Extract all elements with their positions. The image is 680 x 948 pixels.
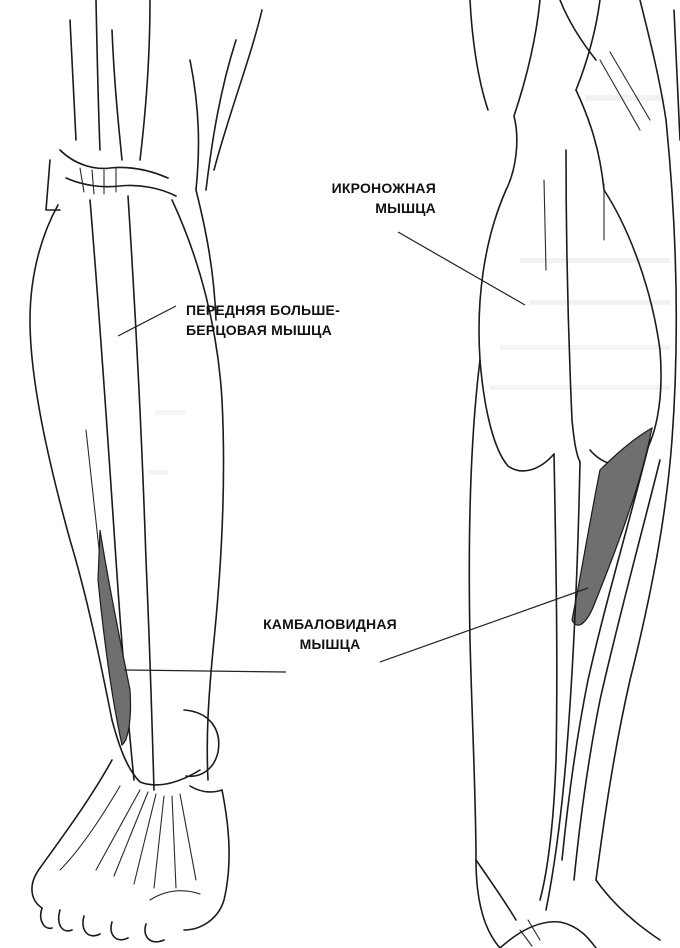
tibialis-anterior-label: ПЕРЕДНЯЯ БОЛЬШЕ- БЕРЦОВАЯ МЫШЦА [186,300,340,340]
gastrocnemius-leader-line [398,232,525,305]
tibialis-anterior-label-line1: ПЕРЕДНЯЯ БОЛЬШЕ- [186,300,340,320]
soleus-label-line1: КАМБАЛОВИДНАЯ [240,614,420,634]
front-leg-drawing [30,0,262,942]
leader-lines [118,232,588,672]
gastrocnemius-label-line1: ИКРОНОЖНАЯ [286,178,436,198]
gastrocnemius-label: ИКРОНОЖНАЯ МЫШЦА [286,178,436,218]
soleus-leader-line-left [124,670,286,672]
tibialis-anterior-label-line2: БЕРЦОВАЯ МЫШЦА [186,320,340,340]
soleus-label: КАМБАЛОВИДНАЯ МЫШЦА [240,614,420,654]
soleus-label-line2: МЫШЦА [240,634,420,654]
background-ghost-marks [148,95,670,475]
gastrocnemius-label-line2: МЫШЦА [286,198,436,218]
back-leg-drawing [469,0,680,948]
tibialis-leader-line [118,306,176,336]
